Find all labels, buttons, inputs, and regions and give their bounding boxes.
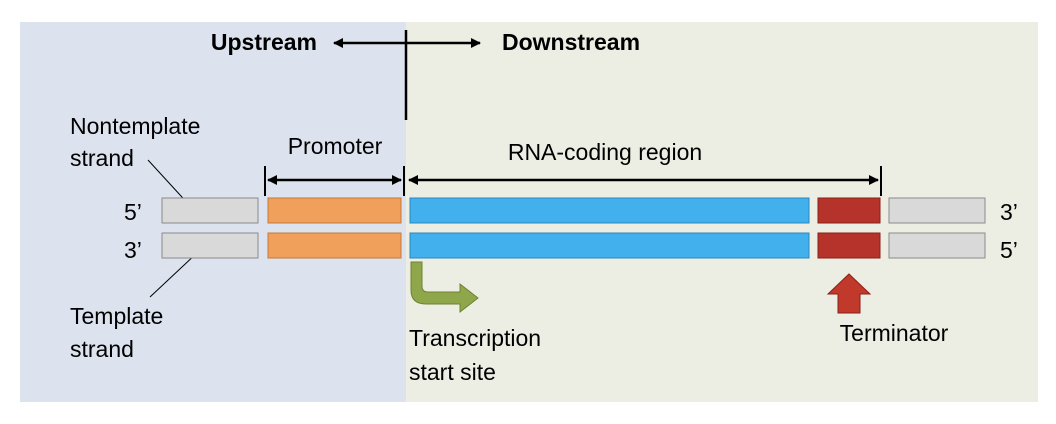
bottom-strand-5prime-label: 5’	[1000, 237, 1018, 263]
top-rna-coding-segment	[409, 197, 810, 224]
top-strand-5prime-label: 5’	[124, 199, 142, 225]
promoter-label: Promoter	[288, 133, 383, 159]
top-upstream-flank-segment	[161, 197, 259, 224]
transcription-start-site-label-line2: start site	[409, 359, 496, 385]
bottom-strand-3prime-label: 3’	[124, 237, 142, 263]
template-strand-label-line1: Template	[70, 303, 163, 329]
rna-coding-region-label: RNA-coding region	[508, 139, 702, 165]
top-strand-3prime-label: 3’	[1000, 199, 1018, 225]
upstream-label: Upstream	[211, 29, 317, 55]
template-strand-label-line2: strand	[70, 336, 134, 362]
template-strand-pointer	[149, 251, 199, 298]
top-promoter-segment	[267, 197, 402, 224]
bottom-rna-coding-segment	[409, 232, 810, 259]
terminator-up-arrow-icon	[826, 273, 872, 314]
nontemplate-strand-label-line1: Nontemplate	[70, 113, 200, 139]
nontemplate-strand-label-line2: strand	[70, 145, 134, 171]
top-downstream-flank-segment	[888, 197, 986, 224]
bottom-upstream-flank-segment	[161, 232, 259, 259]
downstream-label: Downstream	[502, 29, 640, 55]
bottom-downstream-flank-segment	[888, 232, 986, 259]
bottom-terminator-segment	[817, 232, 881, 259]
transcription-start-site-label-line1: Transcription	[409, 325, 541, 351]
bottom-promoter-segment	[267, 232, 402, 259]
transcription-start-site-arrow-icon	[410, 261, 479, 314]
terminator-label: Terminator	[840, 320, 949, 346]
top-terminator-segment	[817, 197, 881, 224]
